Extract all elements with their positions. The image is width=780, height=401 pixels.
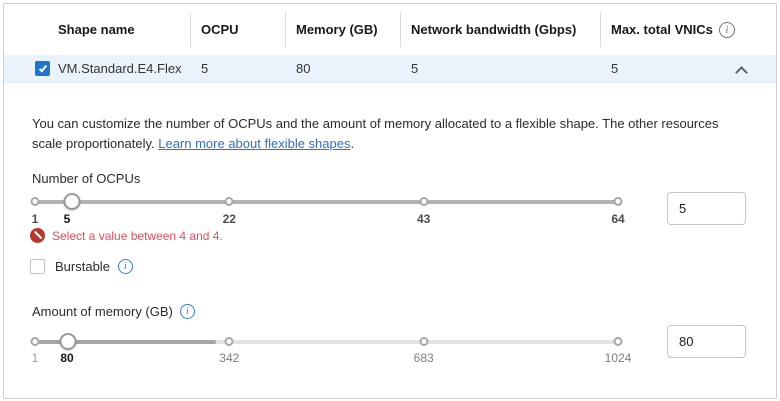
ocpu-current-value-label: 5 [63, 212, 71, 226]
header-max-vnics-label: Max. total VNICs [611, 22, 713, 37]
ocpu-value-input[interactable] [667, 192, 746, 225]
ocpu-tick-label-min: 1 [31, 212, 39, 226]
header-memory: Memory (GB) [286, 12, 401, 47]
burstable-label: Burstable [55, 259, 110, 274]
ocpu-tick-label-max: 64 [611, 212, 625, 226]
memory-label-text: Amount of memory (GB) [32, 304, 173, 319]
shape-row-vm-standard-e4-flex[interactable]: VM.Standard.E4.Flex 5 80 5 5 [4, 55, 776, 83]
ocpu-slider-tick-max [613, 197, 623, 206]
ocpu-slider-track[interactable] [35, 199, 618, 204]
shape-customization-panel: You can customize the number of OCPUs an… [4, 83, 776, 398]
memory-slider-tick-min [30, 337, 40, 346]
memory-value-input[interactable] [667, 325, 746, 358]
row-vnics-value: 5 [611, 61, 619, 76]
link-suffix: . [350, 136, 355, 151]
burstable-checkbox[interactable] [30, 259, 45, 274]
row-checkbox-cell [4, 61, 58, 76]
memory-tick-labels: 1 80 342 683 1024 [31, 351, 632, 366]
shape-selection-table: Shape name OCPU Memory (GB) Network band… [3, 3, 777, 399]
learn-more-link[interactable]: Learn more about flexible shapes [158, 136, 351, 151]
memory-tick-label-max: 1024 [604, 351, 632, 365]
error-text: Select a value between 4 and 4. [52, 228, 223, 243]
memory-slider-tick-2 [419, 337, 429, 346]
row-network-value: 5 [411, 61, 419, 76]
header-max-vnics: Max. total VNICs i [601, 13, 776, 47]
memory-field-label: Amount of memory (GB) i [32, 304, 195, 319]
memory-tick-label-1: 342 [219, 351, 240, 365]
check-icon [38, 63, 48, 72]
shape-row-checkbox[interactable] [35, 61, 50, 76]
ocpu-slider-tick-1 [224, 197, 234, 206]
row-ocpu-value: 5 [201, 61, 209, 76]
memory-slider-track[interactable] [35, 339, 618, 344]
ocpu-tick-label-2: 43 [416, 212, 431, 226]
header-network-bandwidth: Network bandwidth (Gbps) [401, 12, 601, 47]
memory-slider[interactable] [30, 333, 623, 350]
memory-current-value-label: 80 [60, 351, 74, 365]
memory-tick-label-min: 1 [31, 351, 39, 365]
ocpu-slider-handle[interactable] [63, 193, 81, 210]
ocpu-tick-label-1: 22 [222, 212, 236, 226]
memory-tick-label-2: 683 [413, 351, 434, 365]
table-header-row: Shape name OCPU Memory (GB) Network band… [4, 4, 776, 55]
memory-slider-track-fill [35, 339, 216, 344]
ocpu-tick-labels: 1 5 22 43 64 [31, 212, 625, 227]
memory-slider-tick-max [613, 337, 623, 346]
burstable-info-icon[interactable]: i [117, 259, 133, 274]
ocpu-slider[interactable] [30, 193, 623, 210]
memory-info-icon[interactable]: i [179, 304, 195, 319]
burstable-option: Burstable i [30, 259, 133, 274]
memory-slider-handle[interactable] [59, 333, 77, 350]
ocpu-slider-tick-2 [419, 197, 429, 206]
panel-description: You can customize the number of OCPUs an… [32, 114, 740, 154]
ocpu-slider-tick-min [30, 197, 40, 206]
header-shape-name: Shape name [58, 12, 191, 47]
ocpu-label-text: Number of OCPUs [32, 171, 141, 186]
description-text: You can customize the number of OCPUs an… [32, 116, 719, 151]
error-prohibited-icon [30, 228, 45, 243]
vnics-info-icon[interactable]: i [718, 21, 735, 38]
row-shape-name: VM.Standard.E4.Flex [58, 61, 182, 76]
ocpu-error-message: Select a value between 4 and 4. [30, 228, 223, 243]
header-checkbox-spacer [4, 13, 58, 47]
row-memory-value: 80 [296, 61, 311, 76]
ocpu-field-label: Number of OCPUs [32, 171, 140, 186]
header-ocpu: OCPU [191, 12, 286, 47]
memory-slider-tick-1 [224, 337, 234, 346]
